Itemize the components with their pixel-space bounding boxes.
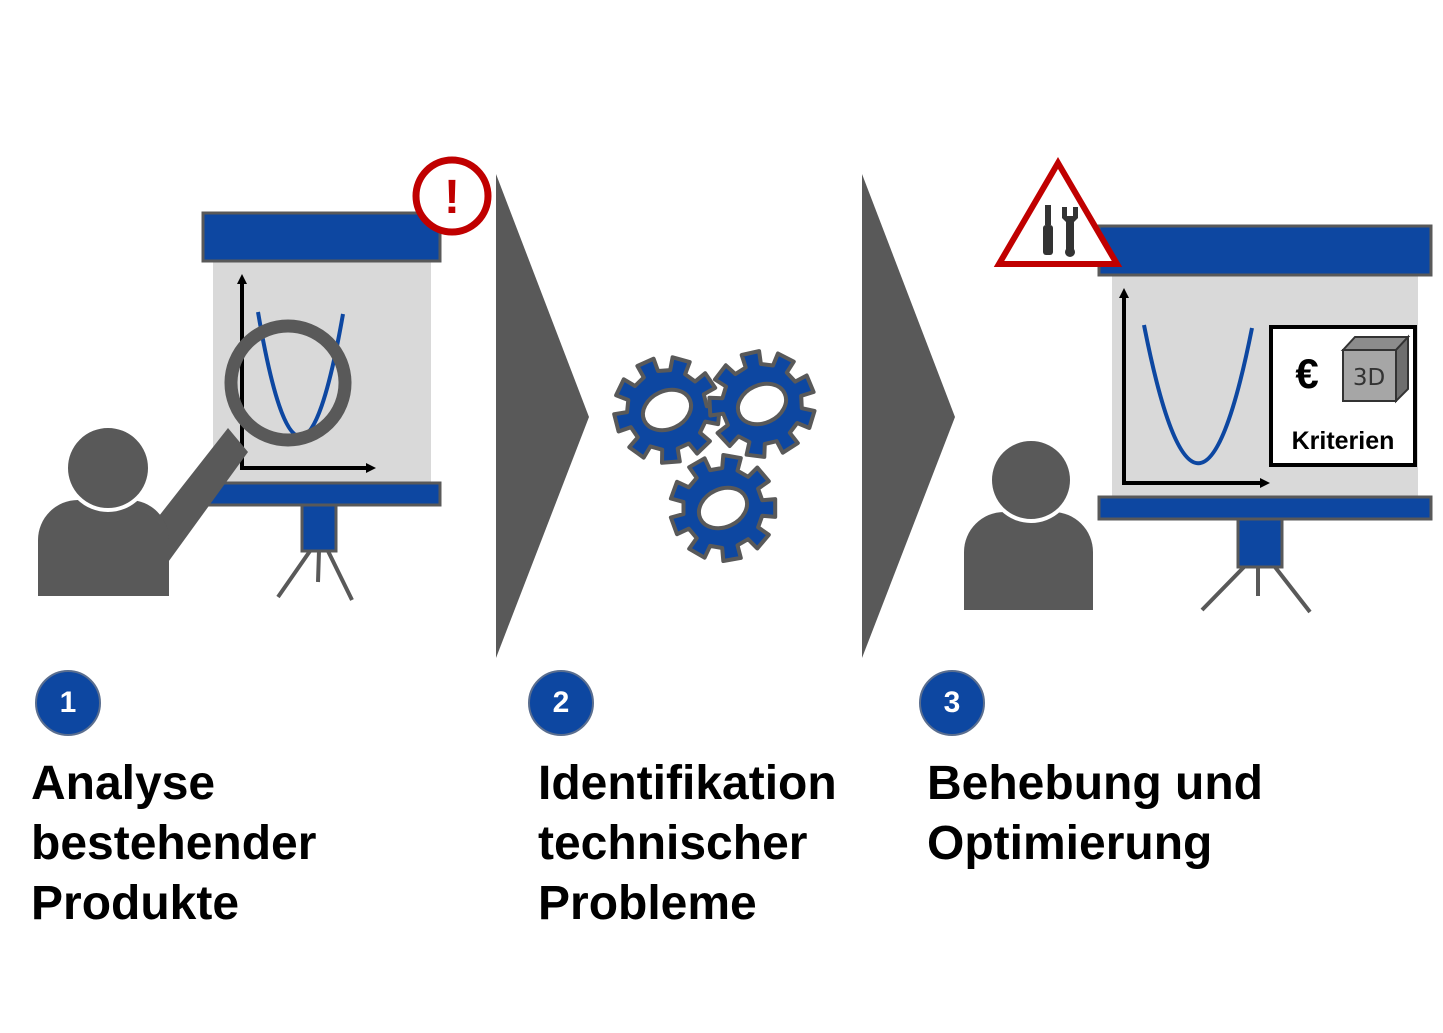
gear-icon (612, 355, 722, 465)
gear-hole (640, 387, 694, 433)
exclamation-mark: ! (444, 171, 460, 224)
gear-icon (668, 453, 778, 563)
warning-triangle-icon (993, 157, 1123, 267)
projector-screen-icon (201, 211, 442, 601)
gears-icon (612, 349, 817, 563)
chevron-arrow-1 (496, 174, 589, 658)
step-number-badge: 3 (919, 670, 985, 736)
chart-axes (1119, 288, 1270, 488)
3d-cube-icon: 3D (1340, 334, 1411, 404)
step-title-line: Identifikation (538, 757, 837, 810)
person-icon (964, 437, 1093, 610)
step-title-line: Optimierung (927, 817, 1213, 870)
step-title-line: technischer (538, 817, 808, 870)
step-number: 1 (59, 686, 77, 719)
step-title: Behebung und Optimierung (927, 754, 1263, 874)
gear-hole (735, 381, 789, 427)
euro-icon: € (1295, 350, 1318, 397)
magnifier-icon (148, 319, 352, 565)
step-title-line: Probleme (538, 877, 757, 930)
3d-label: 3D (1353, 365, 1385, 391)
step-title: Analyse bestehender Produkte (31, 754, 316, 934)
criteria-label: Kriterien (1292, 427, 1395, 455)
step-title-line: bestehender (31, 817, 317, 870)
step-number-badge: 2 (528, 670, 594, 736)
tools-icon (1043, 205, 1078, 257)
step-title-line: Analyse (31, 757, 216, 810)
step-number: 2 (552, 686, 570, 719)
step-title-line: Behebung und (927, 757, 1263, 810)
step-number: 3 (943, 686, 961, 719)
person-icon (38, 424, 169, 596)
criteria-box: € 3D Kriterien (1269, 325, 1417, 467)
gear-icon (707, 349, 817, 459)
chevron-arrow-2 (862, 174, 955, 658)
step-title: Identifikation technischer Probleme (538, 754, 837, 934)
step-title-line: Produkte (31, 877, 240, 930)
exclamation-icon: ! (412, 156, 492, 236)
step-number-badge: 1 (35, 670, 101, 736)
gear-hole (696, 485, 750, 531)
